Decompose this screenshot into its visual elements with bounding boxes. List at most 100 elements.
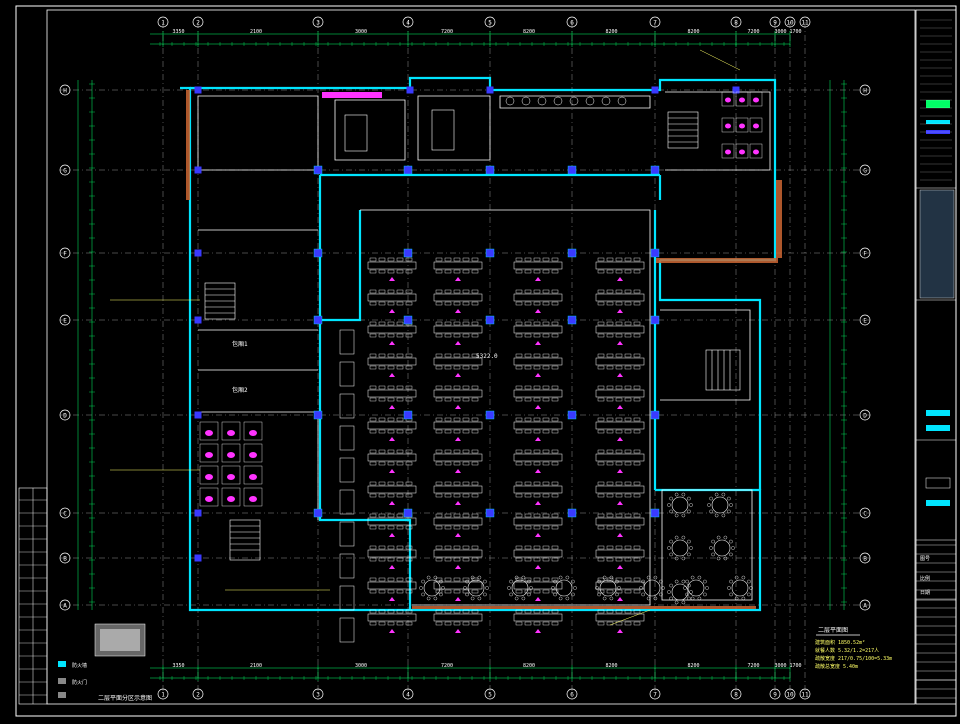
svg-text:6: 6 [570,19,574,26]
structural-columns [194,86,740,562]
svg-text:3: 3 [316,19,320,26]
axis-bubble-left: G [59,164,71,176]
dining-table [367,289,417,306]
svg-text:9: 9 [773,19,777,26]
round-table [683,575,709,601]
toilet-fixture [243,487,263,507]
round-table [727,575,753,601]
svg-text:3: 3 [316,691,320,698]
interior-walls [197,91,771,606]
column [567,165,577,175]
column [194,249,202,257]
column [567,248,577,258]
column [485,508,495,518]
toilet-fixture [199,421,219,441]
toilet-fixture [221,465,241,485]
dimension-value: 3000 [355,29,367,35]
svg-text:G: G [63,167,67,174]
svg-text:G: G [863,167,867,174]
dimension-value: 8200 [688,663,700,669]
title-color-bar [926,100,950,108]
svg-text:5: 5 [488,691,492,698]
toilet-fixture [735,117,749,133]
column [313,508,323,518]
dining-table [367,481,417,498]
axis-bubble-bottom: 3 [312,688,324,700]
kitchen-equipment [322,92,627,152]
column [313,410,323,420]
dining-table [367,417,417,434]
column [650,508,660,518]
dining-table [433,609,483,626]
dining-table [367,577,417,594]
dimension-value: 7200 [748,663,760,669]
title-block-item-1: 图号 [920,556,930,562]
column [403,165,413,175]
axis-bubble-left: A [59,599,71,611]
dining-table [433,289,483,306]
dining-table [595,545,645,562]
toilet-fixture [735,143,749,159]
svg-text:1: 1 [161,19,165,26]
dimension-value: 3000 [775,29,787,35]
dimension-value: 2100 [250,663,262,669]
dining-table [595,289,645,306]
dining-table [595,385,645,402]
axis-bubble-bottom: 6 [566,688,578,700]
round-table [639,575,665,601]
stove-burner [537,96,547,106]
axis-bubble-bottom: 11 [799,688,811,700]
area-line-3: 疏散宽度 217/0.75/100=5.33m [815,655,892,662]
axis-bubble-left: E [59,314,71,326]
svg-text:B: B [63,555,67,562]
floor-title: 二层平面图 [818,627,848,634]
column [313,248,323,258]
stove-burner [585,96,595,106]
svg-text:H: H [63,87,67,94]
dimension-value: 3000 [355,663,367,669]
column [651,86,659,94]
round-table [463,575,489,601]
axis-bubble-left: F [59,247,71,259]
svg-text:10: 10 [786,691,794,698]
axis-bubble-top: 4 [402,16,414,28]
column [403,315,413,325]
svg-text:C: C [863,510,867,517]
toilet-fixture [199,465,219,485]
toilet-fixture [221,421,241,441]
round-table [667,535,693,561]
axis-bubble-right: B [859,552,871,564]
dining-table [513,609,563,626]
dining-table [433,257,483,274]
dimension-value: 7200 [441,29,453,35]
dimension-value: 2100 [250,29,262,35]
axis-bubble-right: H [859,84,871,96]
legend-item-2: 防火门 [72,679,87,686]
svg-text:8: 8 [734,19,738,26]
dining-table [433,513,483,530]
column [406,86,414,94]
area-line-4: 疏散总宽度 5.40m [815,663,858,670]
stove-burner [569,96,579,106]
round-table [551,575,577,601]
exterior-walls [180,76,777,612]
svg-text:6: 6 [570,691,574,698]
dining-table [595,609,645,626]
column [567,315,577,325]
column [194,554,202,562]
axis-bubble-top: 5 [484,16,496,28]
column [486,86,494,94]
dining-table [367,385,417,402]
stove-burner [601,96,611,106]
dining-table [513,385,563,402]
column [403,508,413,518]
svg-text:H: H [863,87,867,94]
dining-table [513,513,563,530]
dining-table [339,457,355,483]
axis-bubble-bottom: 1 [157,688,169,700]
title-block-item-2: 比例 [920,575,930,582]
toilet-fixture [243,421,263,441]
dining-table [367,353,417,370]
toilet-fixture [749,91,763,107]
